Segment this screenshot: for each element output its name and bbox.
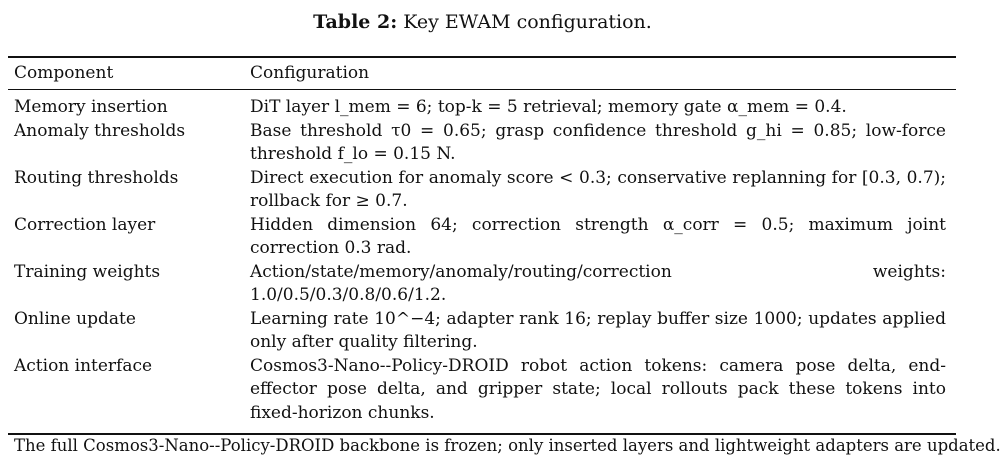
row-configuration: Base threshold τ0 = 0.65; grasp confiden… [250, 120, 946, 165]
row-component: Action interface [14, 355, 153, 376]
row-component: Routing thresholds [14, 167, 179, 188]
caption-text: Key EWAM configuration. [403, 11, 652, 33]
table-caption: Table 2:Key EWAM configuration. [0, 10, 965, 34]
header-configuration: Configuration [250, 63, 370, 83]
table-row: Memory insertion DiT layer l_mem = 6; to… [14, 96, 946, 120]
table-footnote: The full Cosmos3-Nano--Policy-DROID back… [14, 436, 1001, 455]
row-configuration: Direct execution for anomaly score < 0.3… [250, 167, 946, 212]
row-component: Online update [14, 308, 136, 329]
table-row: Action interface Cosmos3-Nano--Policy-DR… [14, 355, 946, 426]
row-configuration: Learning rate 10^−4; adapter rank 16; re… [250, 308, 946, 353]
row-component: Memory insertion [14, 97, 168, 117]
row-configuration: Action/state/memory/anomaly/routing/corr… [250, 261, 946, 306]
top-rule [8, 56, 956, 58]
row-component: Training weights [14, 261, 161, 282]
row-component: Correction layer [14, 214, 156, 235]
table-row: Routing thresholds Direct execution for … [14, 167, 946, 214]
table-row: Anomaly thresholds Base threshold τ0 = 0… [14, 120, 946, 167]
caption-label: Table 2: [313, 11, 398, 33]
header-component: Component [14, 63, 114, 83]
row-component: Anomaly thresholds [14, 120, 186, 141]
row-configuration: Cosmos3-Nano--Policy-DROID robot action … [250, 355, 946, 423]
row-configuration: Hidden dimension 64; correction strength… [250, 214, 946, 259]
table-body: Memory insertion DiT layer l_mem = 6; to… [14, 96, 946, 425]
table-row: Online update Learning rate 10^−4; adapt… [14, 308, 946, 355]
table-row: Correction layer Hidden dimension 64; co… [14, 214, 946, 261]
header-rule [8, 89, 956, 90]
table-row: Training weights Action/state/memory/ano… [14, 261, 946, 308]
bottom-rule [8, 433, 956, 435]
row-configuration: DiT layer l_mem = 6; top-k = 5 retrieval… [250, 97, 847, 117]
